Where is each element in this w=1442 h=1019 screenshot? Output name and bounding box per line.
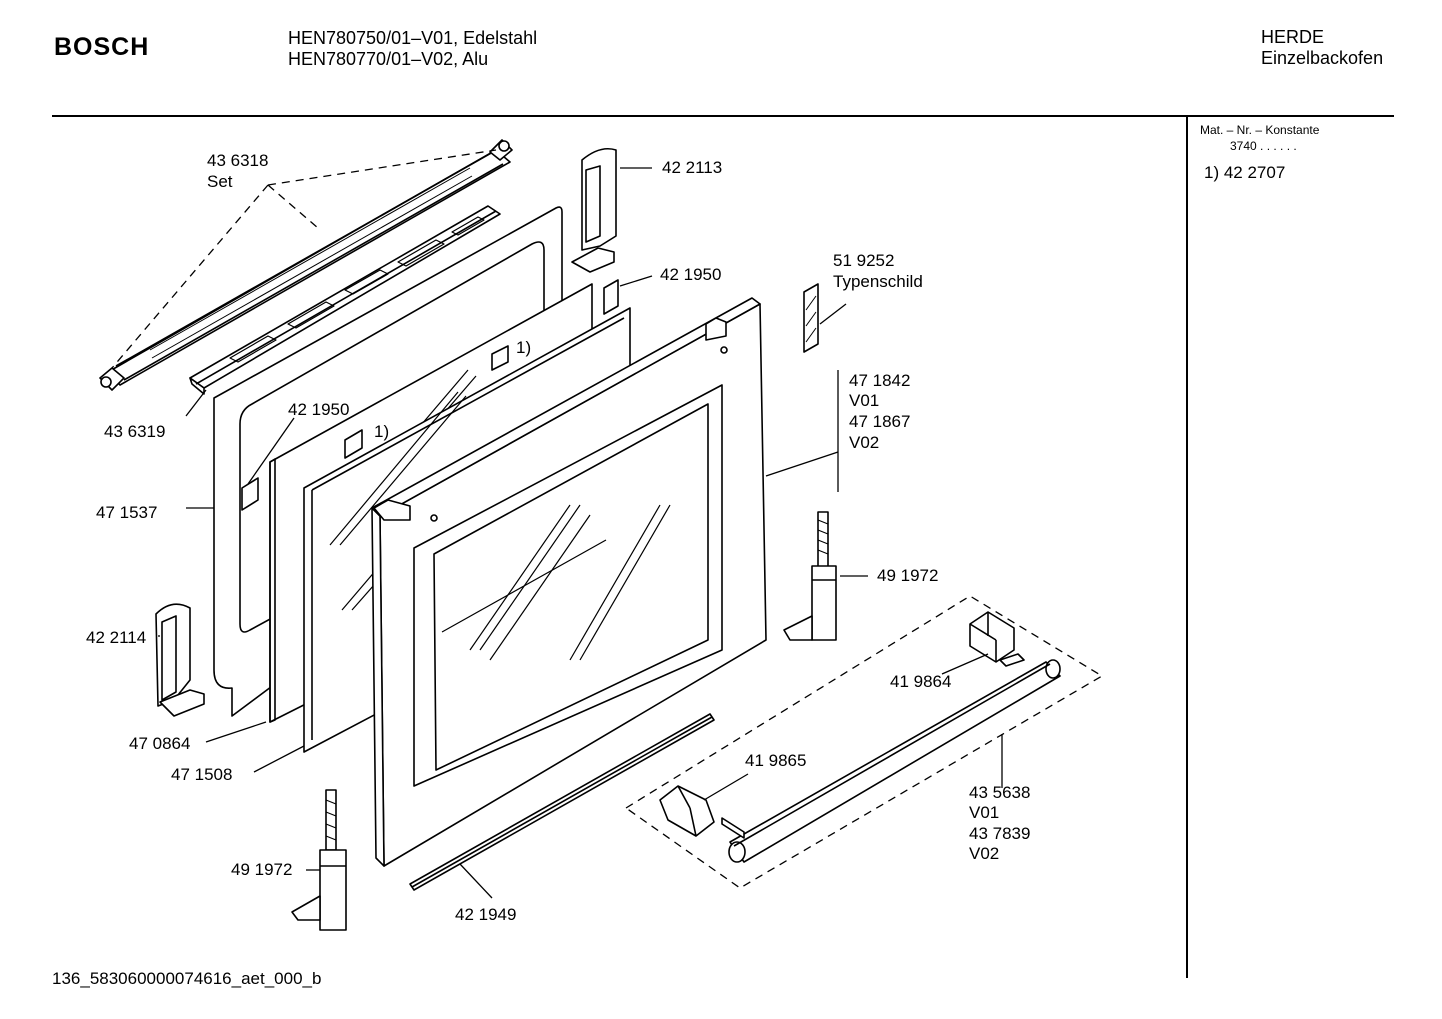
category-label: HERDE (1261, 27, 1325, 47)
label-436319: 43 6319 (104, 422, 166, 441)
seal-strip (409, 713, 715, 891)
label-470864: 47 0864 (129, 734, 191, 753)
label-v01-door: V01 (849, 391, 880, 410)
label-419864: 41 9864 (890, 672, 952, 691)
vent-rail (189, 205, 501, 395)
footnote-marker-left: 1) (374, 422, 390, 441)
label-421950-top: 42 1950 (660, 265, 722, 284)
label-421949: 42 1949 (455, 905, 517, 924)
label-471867: 47 1867 (849, 412, 911, 431)
label-422114: 42 2114 (86, 628, 147, 647)
bracket-top (571, 147, 617, 273)
subcategory-label: Einzelbackofen (1261, 48, 1384, 68)
model-line-2: HEN780770/01–V02, Alu (288, 49, 489, 69)
hinge-right (783, 511, 837, 641)
mat-number-value: 3740 . . . . . . (1230, 139, 1297, 153)
set-dashed-leaders (111, 149, 497, 369)
label-v02-handle: V02 (969, 844, 1000, 863)
brand-logo: BOSCH (54, 33, 150, 61)
label-set: Set (207, 172, 233, 191)
top-rail-set (99, 139, 513, 391)
label-519252: 51 9252 (833, 251, 895, 270)
label-v02-door: V02 (849, 433, 880, 452)
footnote-part: 1) 42 2707 (1204, 163, 1286, 182)
label-471537: 47 1537 (96, 503, 158, 522)
end-cap-right (969, 611, 1015, 663)
header-divider (52, 115, 1394, 117)
label-435638: 43 5638 (969, 783, 1031, 802)
label-437839: 43 7839 (969, 824, 1031, 843)
mat-number-label: Mat. – Nr. – Konstante (1200, 123, 1320, 137)
type-plate-hatch (805, 295, 817, 343)
label-422113: 42 2113 (662, 158, 723, 177)
end-cap-left (659, 785, 715, 837)
outer-door (371, 297, 767, 867)
label-491972-left: 49 1972 (231, 860, 293, 879)
label-491972-right: 49 1972 (877, 566, 939, 585)
type-plate (803, 283, 819, 353)
label-419865: 41 9865 (745, 751, 807, 770)
model-line-1: HEN780750/01–V01, Edelstahl (288, 28, 538, 48)
footnote-marker-right: 1) (516, 338, 532, 357)
label-436318: 43 6318 (207, 151, 269, 170)
handle-dashed-box (625, 595, 1103, 889)
bracket-bottom (155, 603, 205, 717)
label-421950-left: 42 1950 (288, 400, 350, 419)
hinge-left (291, 789, 347, 931)
label-471842: 47 1842 (849, 371, 911, 390)
door-handle (721, 653, 1061, 863)
label-471508: 47 1508 (171, 765, 233, 784)
sidebar-divider (1186, 117, 1188, 978)
label-typenschild: Typenschild (833, 272, 923, 291)
label-v01-handle: V01 (969, 803, 1000, 822)
document-id: 136_583060000074616_aet_000_b (52, 969, 322, 988)
leader-lines (158, 167, 1003, 899)
